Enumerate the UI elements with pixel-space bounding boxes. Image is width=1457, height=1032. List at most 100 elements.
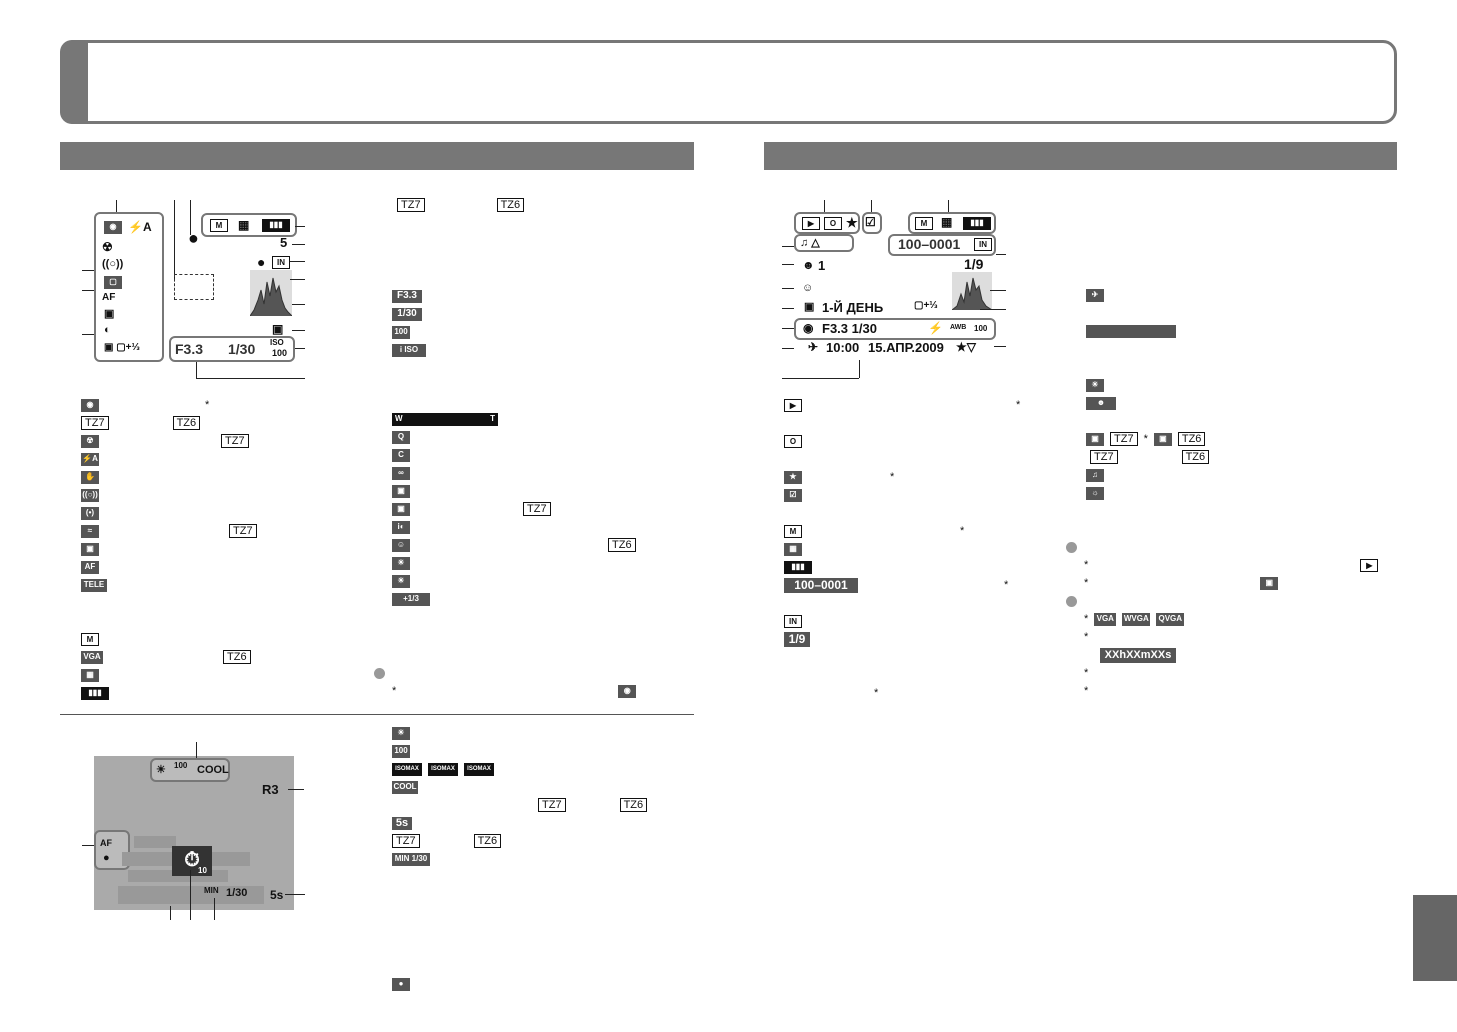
rating-icon: ★▽ — [956, 340, 976, 354]
model-tag-tz6: TZ6 — [1181, 450, 1210, 464]
stabilizer-icon: ((○)) — [81, 488, 99, 502]
aperture-value-icon: F3.3 — [392, 289, 422, 303]
time: 10:00 — [826, 340, 860, 355]
vga-icon: VGA — [1094, 612, 1117, 626]
file-number: 100–0001 — [898, 236, 961, 252]
af-frame — [174, 274, 214, 300]
middle-note: *◉ — [374, 664, 637, 700]
travel-day-icon: ▣ — [804, 301, 815, 313]
image-count: 1/9 — [964, 256, 984, 272]
isomax-1600-icon: ISOMAX 1600 — [464, 762, 494, 784]
internal-memory-icon: IN — [784, 614, 802, 628]
top-right-icon-group — [201, 213, 297, 237]
note-asterisk: * — [1084, 685, 1089, 697]
note-asterisk: * — [1084, 613, 1089, 625]
stabilizer-auto-icon: ✋ — [81, 470, 99, 484]
note-bullet — [1066, 541, 1077, 553]
flash-off-icon: ⚡ — [928, 321, 943, 335]
audio-icon: ♫ — [1086, 468, 1104, 482]
shutter-value: 1/30 — [228, 341, 256, 357]
qvga-icon: QVGA — [1156, 612, 1185, 626]
af-mode-icon: AF — [102, 292, 116, 303]
model-tag-tz7: TZ7 — [1110, 432, 1138, 446]
internal-memory-icon: IN — [272, 256, 290, 269]
travel-day-label: 1-Й ДЕНЬ — [822, 300, 884, 315]
af-lock-label: AF — [100, 838, 112, 848]
left-icon-group — [94, 212, 164, 362]
page-header-box — [60, 40, 1397, 124]
note-asterisk: * — [1084, 631, 1089, 643]
favorite-icon: ★ — [784, 470, 802, 484]
note-asterisk: * — [960, 525, 965, 537]
scene-icon: ☢ — [102, 240, 113, 254]
note-bullet — [1066, 595, 1077, 607]
playback-mode-icon: ▶ — [802, 217, 820, 230]
bottom-info-group — [169, 336, 295, 362]
travel-date-icon: ▣ — [272, 322, 284, 336]
duration-icon: XXhXXmXXs — [1100, 647, 1176, 663]
model-tag-tz6: TZ6 — [619, 798, 648, 812]
note-asterisk: * — [205, 399, 210, 411]
face-recognition-icon: ☺ — [392, 538, 410, 552]
exposure-info: F3.3 1/30 — [822, 321, 877, 336]
resolution-label: R3 — [262, 782, 279, 797]
model-tag-tz7: TZ7 — [538, 798, 566, 812]
histogram — [250, 270, 292, 316]
date: 15.АПР.2009 — [868, 340, 944, 355]
isomax-400-icon: ISOMAX 400 — [392, 762, 422, 784]
cool-icon: COOL — [392, 780, 418, 794]
protect-icon: O — [824, 217, 842, 230]
battery-icon: ▮▮▮ — [784, 560, 812, 574]
five-seconds-icon: 5s — [392, 816, 412, 830]
iso-100-icon: 100 — [392, 744, 410, 758]
shutter-value-icon: 1/30 — [392, 307, 422, 321]
awb-label: AWB — [950, 324, 967, 331]
white-balance-icon: ☀ — [392, 726, 410, 740]
note-bullet — [374, 667, 385, 679]
model-tag-tz6: TZ6 — [1177, 432, 1206, 446]
file-number-icon: 100–0001 — [784, 577, 858, 593]
effect-icon: ☼ — [1086, 486, 1104, 500]
picture-size-icon: M — [915, 217, 933, 230]
playback-info-icon: ▶ — [1360, 558, 1379, 572]
aspect-bracket-icon: ▣ — [392, 502, 410, 516]
battery-icon: ▮▮▮ — [262, 219, 290, 232]
camera-icon: ◉ — [803, 321, 814, 335]
rec-dot-icon: ● — [257, 254, 266, 270]
iso-value: 100 — [272, 348, 288, 358]
camera-icon: ◉ — [81, 398, 99, 412]
color-icon: ◐ — [104, 324, 111, 336]
person-count: 1 — [818, 258, 826, 273]
intelligent-exposure-icon: i◐ — [392, 520, 410, 534]
backlight-icon: ☀ — [392, 556, 410, 570]
flash-auto-icon: ⚡A — [81, 452, 99, 466]
intelligent-iso-icon: i ISO — [392, 343, 426, 357]
playback-histogram — [952, 272, 992, 310]
model-tag-tz7: TZ7 — [392, 834, 420, 848]
rec-indicator-icon: ● — [188, 228, 199, 248]
backlight-icon: ☀ — [1086, 378, 1104, 392]
jitter-alert-icon: (•) — [81, 506, 99, 520]
quality-icon: ▦ — [784, 542, 802, 556]
model-tag-tz6: TZ6 — [473, 834, 502, 848]
note-asterisk: * — [1143, 433, 1148, 445]
stabilizer-icon: ((○)) — [102, 258, 124, 270]
page-header-tab — [60, 40, 88, 124]
scene-mode-icon: ☢ — [81, 434, 99, 448]
timer-value: 10 — [198, 866, 207, 875]
picture-size-icon: M — [210, 219, 228, 232]
quick-af-icon: Q — [392, 430, 410, 444]
ev-icon: ▣ ▢+⅓ — [104, 342, 140, 353]
plane-icon: ✈ — [1086, 288, 1104, 302]
model-tag-tz7: TZ7 — [229, 524, 257, 538]
continuous-af-icon: C — [392, 448, 410, 462]
model-tag-tz6: TZ6 — [223, 650, 251, 664]
section-bar-recording — [60, 142, 694, 170]
min-shutter-value: 1/30 — [226, 887, 248, 899]
ev-icon: ▢+⅓ — [914, 300, 938, 311]
camera-info-icon: ◉ — [618, 684, 637, 698]
